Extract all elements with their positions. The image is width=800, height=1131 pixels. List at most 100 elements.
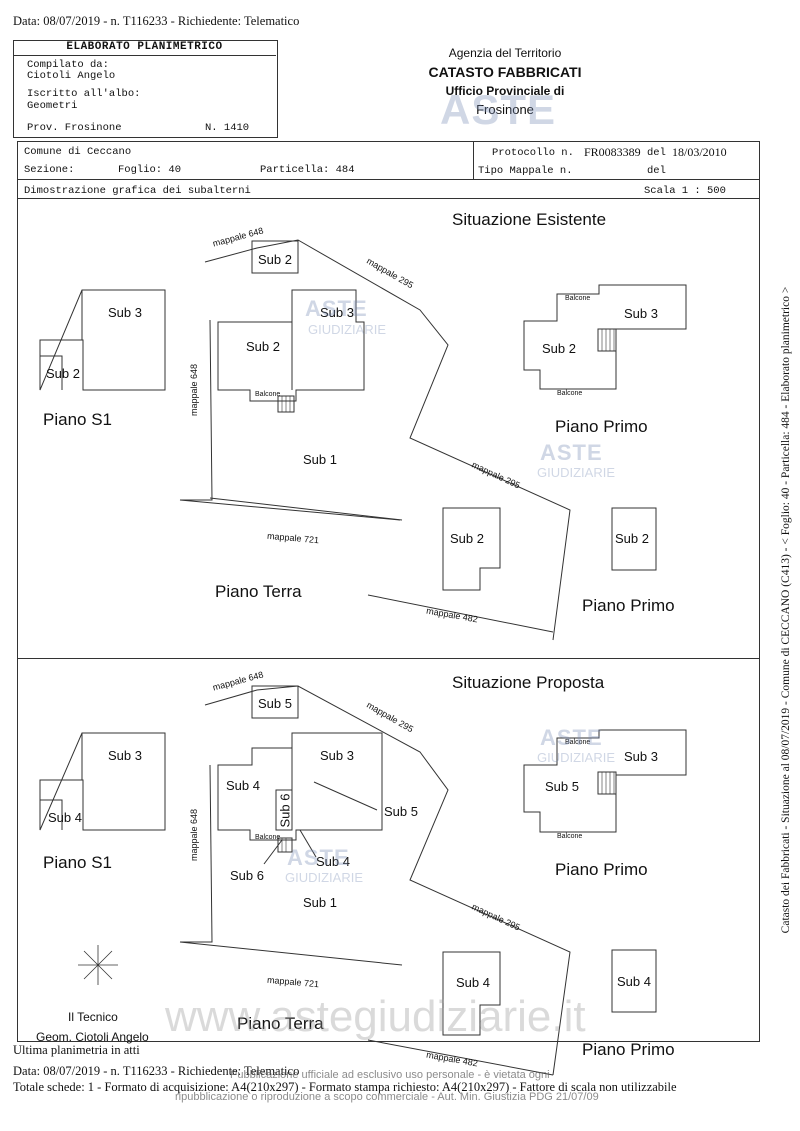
existing-piano-primo-2: Piano Primo [582,596,675,615]
existing-s1-sub3: Sub 3 [108,305,142,320]
ufficio-city: Frosinone [476,102,534,117]
proposed-lot-outline [204,685,571,1076]
footer-line2: Totale schede: 1 - Formato di acquisizio… [13,1080,677,1094]
protocollo-del-label: del [647,147,666,159]
watermark-giudiziarie-5: GIUDIZIARIE [285,870,364,885]
existing-mid-sub2 [442,507,501,591]
existing-terra-sub1: Sub 1 [303,452,337,467]
ufficio-provinciale: Ufficio Provinciale di [445,84,565,98]
protocollo-value: FR0083389 [584,145,641,159]
header-divider [13,55,276,56]
existing-primo-balcone-b: Balcone [557,390,583,397]
watermark-giudiziarie-3: GIUDIZIARIE [537,465,616,480]
footer-pub2: ripubblicazione o riproduzione a scopo c… [175,1091,599,1103]
footer-pub1: Pubblicazione ufficiale ad esclusivo uso… [230,1069,550,1081]
existing-terra-building [217,289,365,402]
main-frame [17,141,760,1042]
watermark-aste-2: ASTE [305,296,368,321]
proposed-arrow-sub6 [263,839,283,865]
provincia: Prov. Frosinone [27,122,122,134]
footer-ultima: Ultima planimetria in atti [13,1043,140,1057]
numero-albo: N. 1410 [205,122,250,134]
existing-terra-sub2: Sub 2 [246,339,280,354]
watermark-aste-4: ASTE [540,725,603,750]
proposed-terra-sub6-arrow-label: Sub 6 [230,868,264,883]
proposed-piano-primo: Piano Primo [555,860,648,879]
proposed-piano-s1: Piano S1 [43,853,112,872]
compass-rose [78,945,118,985]
proposed-terra-sub3: Sub 3 [320,748,354,763]
footer-line1: Data: 08/07/2019 - n. T116233 - Richiede… [13,1064,300,1078]
compilato-name: Ciotoli Angelo [27,70,116,82]
existing-lot-outline [204,239,571,641]
existing-piano-s1: Piano S1 [43,410,112,429]
sezione: Sezione: [24,164,75,176]
proposed-primo-balcone-a: Balcone [565,739,591,746]
existing-title: Situazione Esistente [452,210,607,229]
proposed-primo-building [523,729,687,833]
proposed-primo-stairs [597,771,617,795]
proposed-piano-terra: Piano Terra [237,1014,324,1033]
proposed-piano-primo-2: Piano Primo [582,1040,675,1059]
proposed-721-line [179,941,403,966]
agency-name: Agenzia del Territorio [448,46,562,60]
proposed-terra-balcone: Balcone [255,834,281,841]
existing-mid-sub2-label: Sub 2 [450,531,484,546]
existing-terra-sub2-top-label: Sub 2 [258,252,292,267]
tecnico-name: Geom. Ciotoli Angelo [36,1030,149,1044]
existing-primo-stairs [597,328,617,352]
proposed-terra-building [217,732,383,841]
existing-721-line [209,497,403,521]
existing-primo-sub3: Sub 3 [624,306,658,321]
proposed-s1-sub4: Sub 4 [48,810,82,825]
section-divider [17,658,760,659]
proposed-s1-sub3: Sub 3 [108,748,142,763]
existing-right-sub2 [611,507,657,571]
proposed-title: Situazione Proposta [452,673,605,692]
existing-right-sub2-label: Sub 2 [615,531,649,546]
info-row-line [17,179,760,180]
existing-s1-outline [39,289,166,391]
existing-piano-primo: Piano Primo [555,417,648,436]
iscritto-value: Geometri [27,100,78,112]
side-caption: Catasto dei Fabbricati - Situazione al 0… [780,286,792,934]
proposed-terra-sub4: Sub 4 [226,778,260,793]
proposed-primo-sub5: Sub 5 [545,779,579,794]
existing-terra-sub2-top [251,240,299,274]
existing-mappale-648-side: mappale 648 [189,363,200,417]
top-data-line: Data: 08/07/2019 - n. T116233 - Richiede… [13,14,300,28]
proposed-arrow-sub5 [313,781,378,811]
proposed-terra-sub6-vertical: Sub 6 [277,793,293,828]
watermark-aste-1: ASTE [440,86,557,133]
existing-terra-balcone: Balcone [255,391,281,398]
proposed-terra-sub4-arrow-label: Sub 4 [316,854,350,869]
proposed-terra-sub5-arrow-label: Sub 5 [384,804,418,819]
watermark-aste-5: ASTE [287,845,350,870]
tipo-del: del [647,165,666,177]
info-col-divider [473,141,474,179]
proposed-right-sub4-label: Sub 4 [617,974,651,989]
existing-s1-sub2: Sub 2 [46,366,80,381]
proposed-s1-outline [39,732,166,831]
particella: Particella: 484 [260,164,355,176]
foglio: Foglio: 40 [118,164,182,176]
proposed-lot-left [180,764,213,943]
tipo-mappale: Tipo Mappale n. [478,165,573,177]
existing-primo-sub2: Sub 2 [542,341,576,356]
watermark-aste-3: ASTE [540,440,603,465]
proposed-mid-sub4-label: Sub 4 [456,975,490,990]
proposed-mappale-648-side: mappale 648 [189,808,200,862]
existing-s1-inner [39,290,83,390]
existing-primo-building [523,284,687,390]
existing-piano-terra: Piano Terra [215,582,302,601]
dimostrazione: Dimostrazione grafica dei subalterni [24,185,251,197]
watermark-site: www.astegiudiziarie.it [165,992,586,1041]
proposed-sub6-strip [275,789,293,831]
proposed-right-sub4 [611,949,657,1013]
proposed-arrow-sub4 [299,829,317,858]
header-box [13,40,278,138]
scala: Scala 1 : 500 [644,185,726,197]
proposed-terra-sub1: Sub 1 [303,895,337,910]
info-row-line-2 [17,198,760,199]
